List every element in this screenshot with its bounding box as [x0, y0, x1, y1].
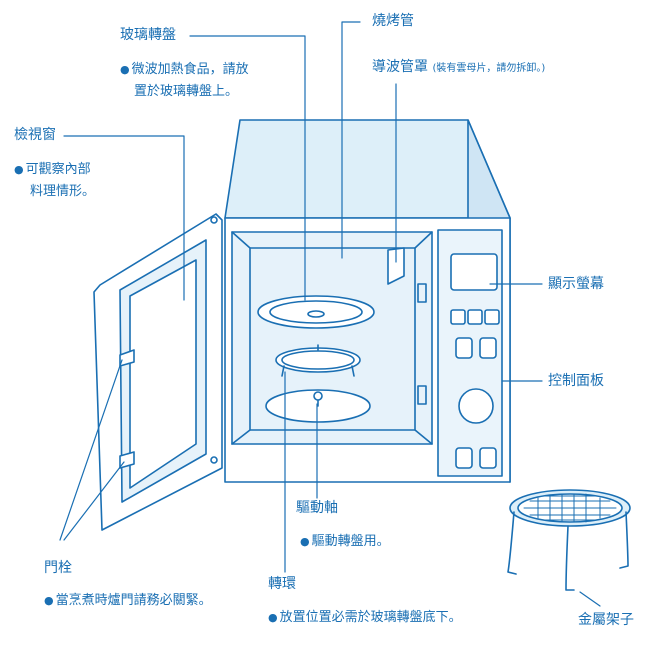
roller-ring-desc: ●放置位置必需於玻璃轉盤底下。: [268, 610, 462, 625]
viewing-window-desc-2: 料理情形。: [30, 184, 96, 199]
metal-rack: [507, 489, 631, 591]
viewing-window-label: 檢視窗: [14, 127, 56, 143]
door-latch-top: [119, 349, 135, 367]
oven-door: [93, 213, 223, 531]
latch-hole-bottom: [417, 385, 427, 405]
heater-label: 燒烤管: [372, 13, 414, 29]
glass-turntable-desc-2: 置於玻璃轉盤上。: [134, 84, 239, 99]
waveguide-cover-label: 導波管罩 (裝有雲母片，請勿拆卸。): [372, 59, 546, 75]
door-latch-bottom: [119, 451, 135, 469]
viewing-window-desc-1: ●可觀察內部: [14, 162, 91, 177]
roller-ring-label: 轉環: [268, 576, 296, 592]
glass-turntable-desc-1: ●微波加熱食品，請放: [120, 62, 249, 77]
door-latch-label: 門栓: [44, 560, 72, 576]
drive-shaft-label: 驅動軸: [296, 500, 338, 516]
turntable-assembly: [257, 295, 375, 423]
latch-hole-top: [417, 283, 427, 303]
waveguide-cover-note: (裝有雲母片，請勿拆卸。): [432, 63, 546, 74]
door-latch-desc: ●當烹煮時爐門請務必關緊。: [44, 593, 212, 608]
leader-lines: [59, 21, 601, 607]
metal-rack-label: 金屬架子: [578, 612, 634, 628]
waveguide-cover: [387, 247, 405, 285]
timer-dial: [458, 388, 494, 424]
display-label: 顯示螢幕: [548, 276, 604, 292]
display-screen: [450, 253, 498, 291]
control-panel-label: 控制面板: [548, 373, 604, 389]
control-buttons: [450, 309, 500, 469]
microwave-body: [224, 119, 511, 483]
glass-turntable-label: 玻璃轉盤: [120, 27, 176, 43]
drive-shaft-desc: ●驅動轉盤用。: [300, 534, 390, 549]
